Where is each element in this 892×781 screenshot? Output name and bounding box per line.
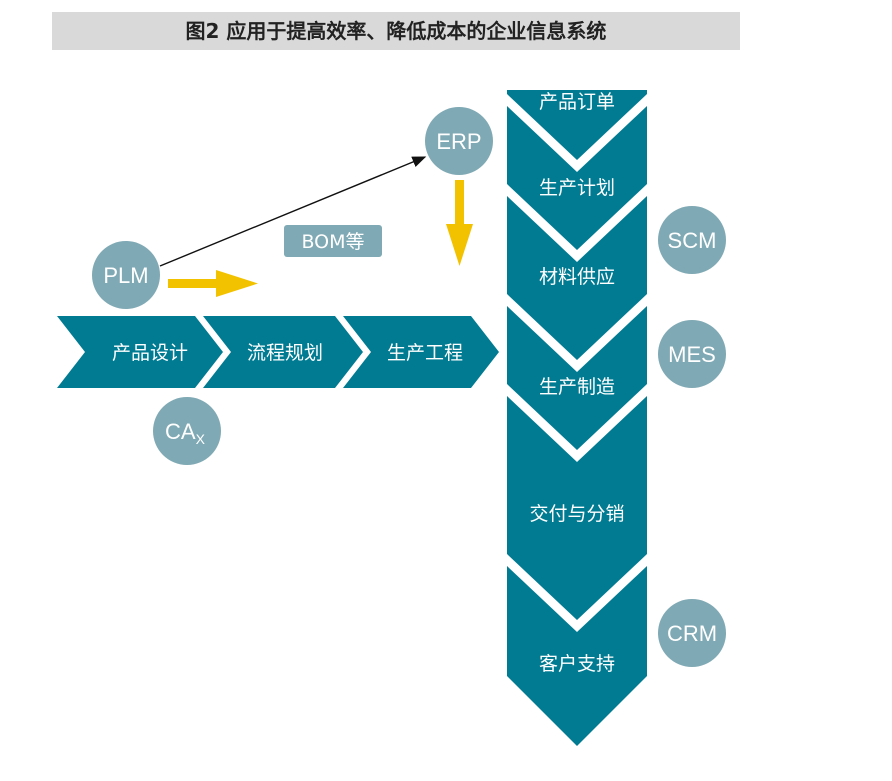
mes-label: MES [668, 342, 716, 367]
vstep-label-delivery: 交付与分销 [529, 503, 624, 525]
crm-label: CRM [667, 621, 717, 646]
horizontal-process-chain [57, 316, 499, 388]
mes-circle [658, 320, 726, 388]
vstep-label-manufacture: 生产制造 [539, 376, 615, 398]
vstep-supply [507, 196, 647, 360]
title-bar: 图2 应用于提高效率、降低成本的企业信息系统 [52, 12, 740, 50]
erp-label: ERP [436, 129, 481, 154]
vstep-delivery [507, 396, 647, 620]
vstep-label-support: 客户支持 [539, 653, 615, 675]
hstep-process [203, 316, 363, 388]
plm-circle [92, 241, 160, 309]
bom-label: BOM等 [301, 231, 364, 253]
crm-circle [658, 599, 726, 667]
hstep-engineering [343, 316, 499, 388]
hstep-label-process: 流程规划 [247, 342, 323, 364]
yellow-arrow-down [446, 180, 473, 266]
bom-label-box [284, 225, 382, 257]
vstep-label-order: 产品订单 [539, 91, 615, 113]
vstep-support [507, 566, 647, 746]
vertical-process-chain [507, 90, 647, 746]
vstep-order [507, 90, 647, 160]
hstep-label-engineering: 生产工程 [387, 342, 463, 364]
erp-circle [425, 107, 493, 175]
cax-label: CAX [165, 419, 206, 447]
hstep-design [57, 316, 223, 388]
cax-circle [153, 397, 221, 465]
vstep-label-plan: 生产计划 [539, 177, 615, 199]
vstep-manufacture [507, 306, 647, 450]
yellow-arrow-right [168, 270, 258, 297]
scm-label: SCM [668, 228, 717, 253]
vstep-plan [507, 106, 647, 250]
vstep-label-supply: 材料供应 [539, 266, 615, 288]
figure-title: 图2 应用于提高效率、降低成本的企业信息系统 [185, 19, 607, 43]
plm-label: PLM [103, 263, 148, 288]
plm-to-erp-arrow [159, 156, 427, 267]
hstep-label-design: 产品设计 [112, 342, 188, 364]
scm-circle [658, 206, 726, 274]
